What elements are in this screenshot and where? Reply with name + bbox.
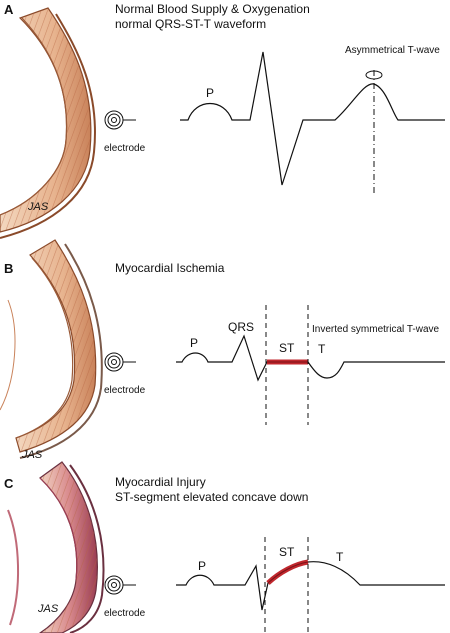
waveform-c (176, 561, 445, 611)
heart-wall-illustration-b: JAS (0, 239, 103, 461)
p-label-b: P (190, 336, 198, 350)
panel-c-title: Myocardial Injury (115, 475, 206, 489)
electrode-label-b: electrode (104, 385, 146, 396)
rotation-arrow-icon (365, 70, 383, 80)
t-annotation-b: Inverted symmetrical T-wave (312, 324, 440, 335)
electrode-label-c: electrode (104, 608, 146, 619)
electrode-icon-c (104, 575, 136, 595)
panel-a: A Normal Blood Supply & Oxygenation norm… (0, 2, 445, 239)
electrode-icon-a (104, 110, 136, 130)
st-segment-c (266, 559, 309, 585)
t-label-b: T (318, 342, 326, 356)
signature-c: JAS (37, 603, 59, 615)
panel-a-subtitle: normal QRS-ST-T waveform (115, 17, 266, 31)
signature-b: JAS (21, 449, 43, 461)
panel-letter-b: B (4, 261, 13, 276)
heart-wall-illustration-c: JAS (7, 461, 105, 633)
p-label-a: P (206, 86, 214, 100)
signature-a: JAS (27, 201, 49, 213)
heart-wall-illustration-a: JAS (0, 7, 96, 239)
waveform-b (176, 334, 445, 382)
panel-letter-c: C (4, 476, 14, 491)
t-label-c: T (336, 550, 344, 564)
panel-c: C Myocardial Injury ST-segment elevated … (4, 461, 445, 633)
electrode-label-a: electrode (104, 143, 146, 154)
electrode-icon-b (104, 352, 136, 372)
waveform-a (180, 51, 445, 186)
panel-a-title: Normal Blood Supply & Oxygenation (115, 2, 310, 16)
panel-b: B Myocardial Ischemia JAS electrode P QR… (0, 239, 445, 461)
p-label-c: P (198, 559, 206, 573)
t-annotation-a: Asymmetrical T-wave (345, 45, 440, 56)
st-label-b: ST (279, 341, 295, 355)
qrs-label-b: QRS (228, 320, 254, 334)
st-label-c: ST (279, 545, 295, 559)
panel-b-title: Myocardial Ischemia (115, 261, 225, 275)
panel-letter-a: A (4, 2, 14, 17)
panel-c-subtitle: ST-segment elevated concave down (115, 490, 308, 504)
